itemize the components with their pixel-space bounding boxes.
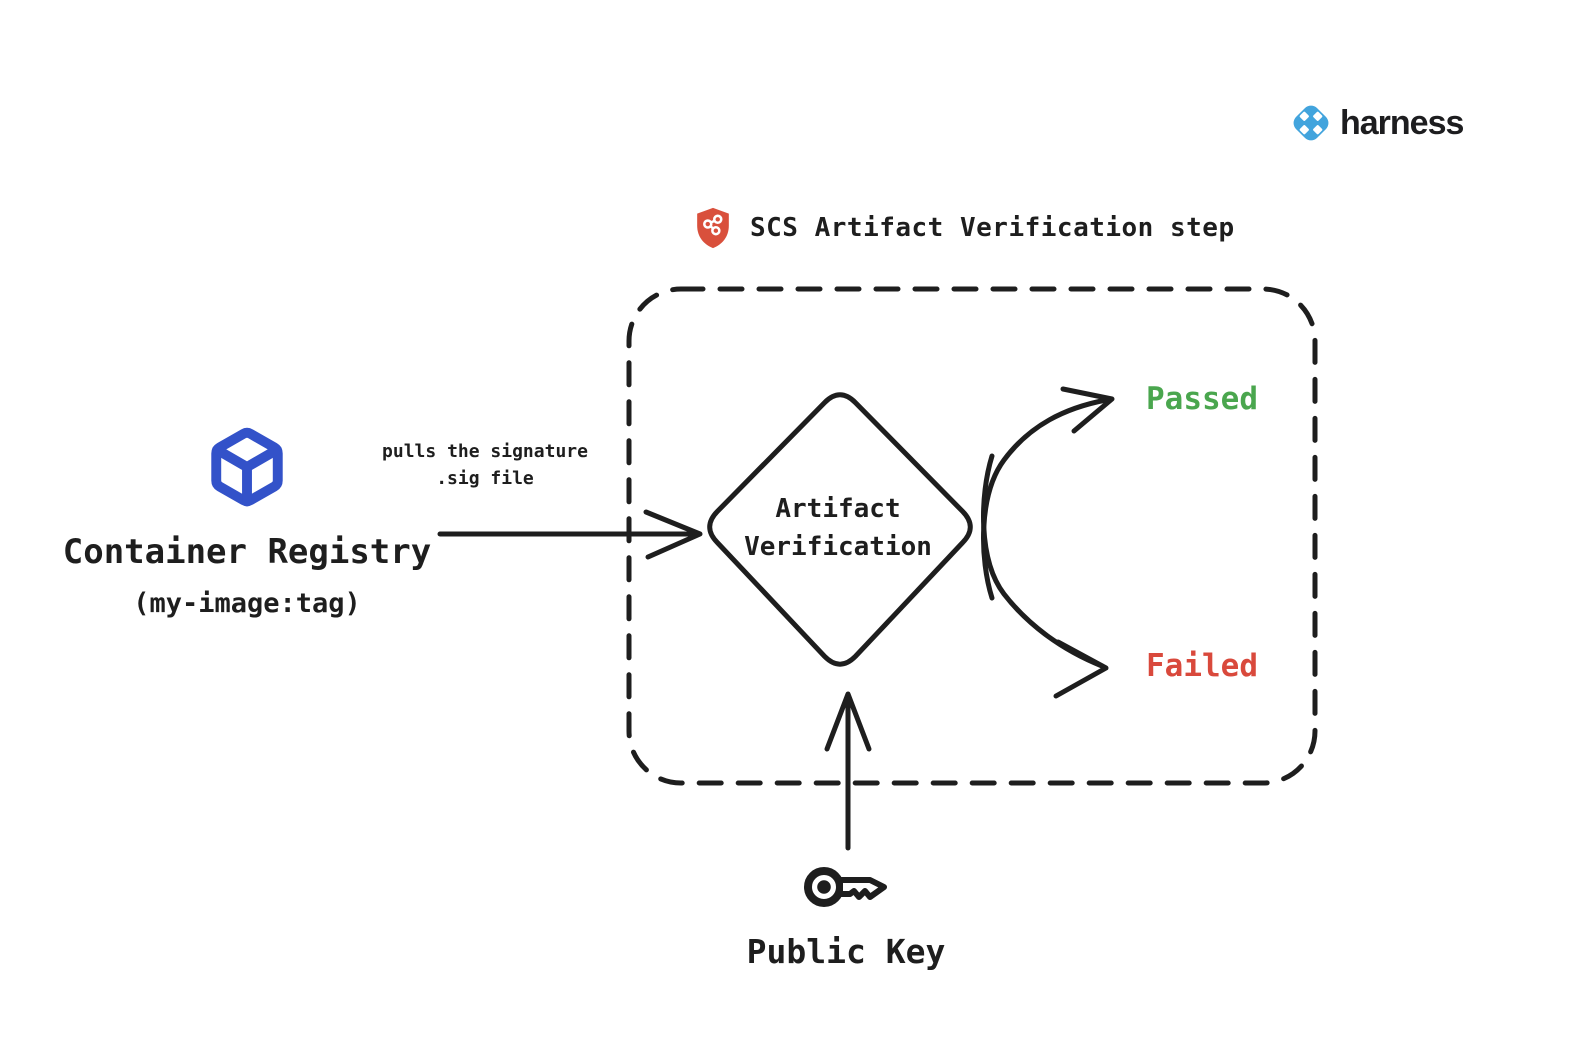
scs-step-header: SCS Artifact Verification step bbox=[694, 206, 1235, 250]
edge-label-line2: .sig file bbox=[436, 468, 534, 489]
edge-label-pulls-signature: pulls the signature .sig file bbox=[375, 438, 595, 492]
artifact-verification-diamond bbox=[707, 392, 973, 667]
cube-icon bbox=[211, 427, 283, 507]
scs-step-title: SCS Artifact Verification step bbox=[750, 213, 1235, 243]
arrow-to-failed bbox=[981, 453, 1109, 699]
outcome-passed-label: Passed bbox=[1146, 381, 1258, 417]
arrow-registry-to-diamond bbox=[437, 509, 703, 560]
outcome-failed-label: Failed bbox=[1146, 648, 1258, 684]
edge-label-line1: pulls the signature bbox=[382, 441, 588, 462]
shield-icon bbox=[697, 207, 729, 249]
arrow-to-passed bbox=[981, 386, 1115, 601]
container-registry-node: Container Registry (my-image:tag) bbox=[30, 426, 464, 619]
diamond-label-line1: Artifact bbox=[775, 494, 901, 524]
container-registry-title: Container Registry bbox=[62, 532, 432, 572]
key-icon bbox=[804, 867, 887, 907]
public-key-label: Public Key bbox=[746, 932, 946, 971]
diamond-label: Artifact Verification bbox=[738, 490, 938, 566]
diamond-label-line2: Verification bbox=[744, 532, 932, 562]
harness-logo-text: harness bbox=[1340, 103, 1464, 142]
public-key-node: Public Key bbox=[696, 858, 996, 971]
harness-logo: harness bbox=[1288, 100, 1464, 146]
harness-logo-icon bbox=[1293, 105, 1329, 141]
container-registry-image-tag: (my-image:tag) bbox=[133, 588, 361, 619]
arrow-publickey-to-diamond bbox=[824, 691, 872, 851]
